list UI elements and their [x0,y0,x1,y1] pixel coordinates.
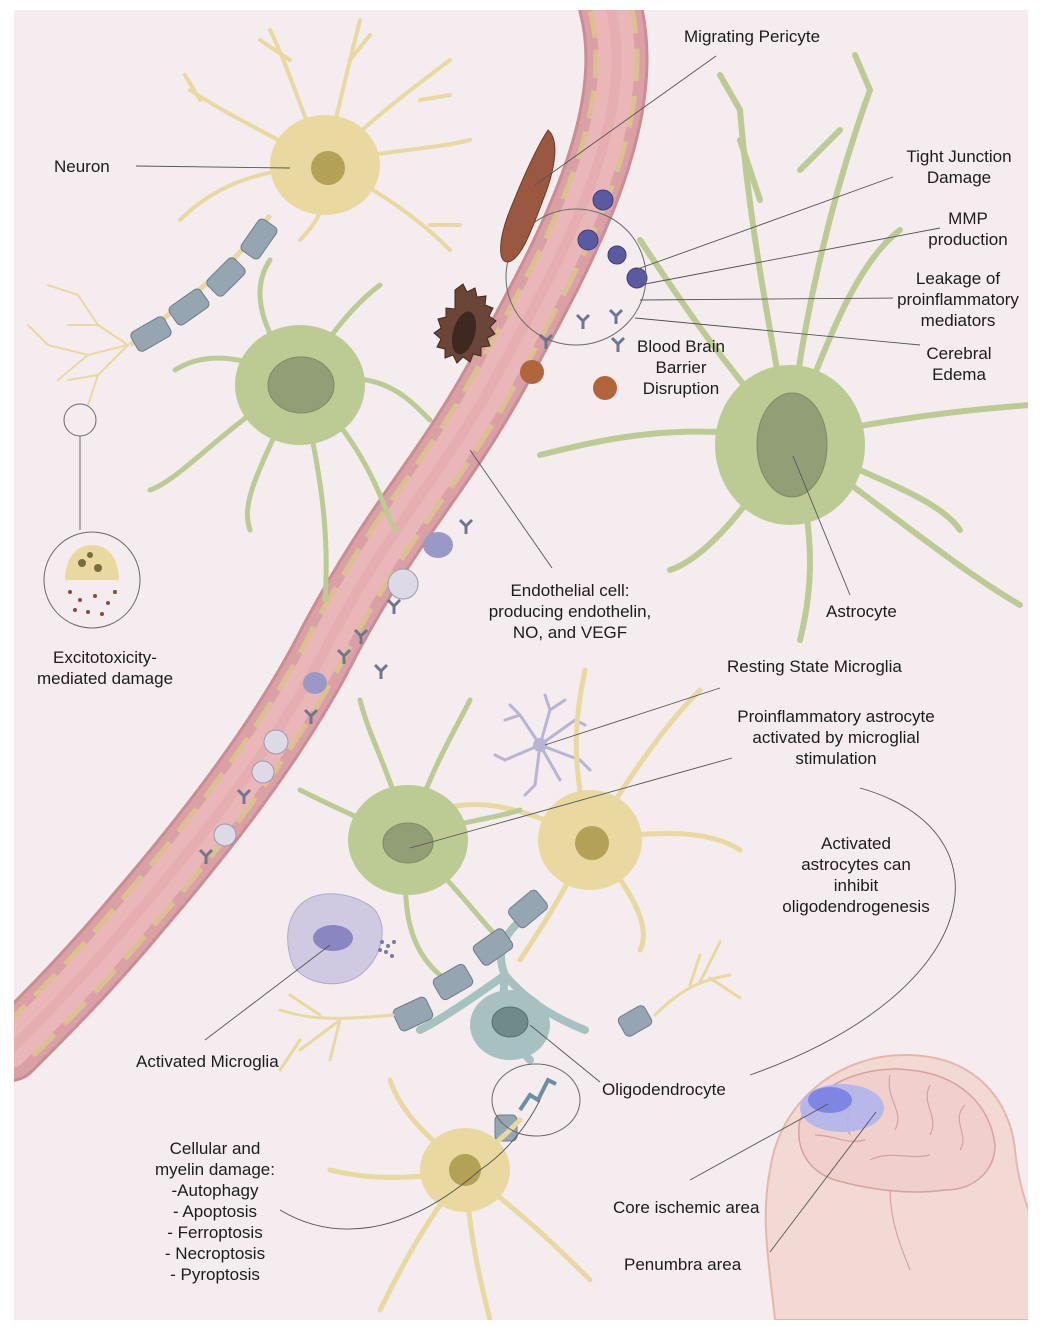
lymphocyte [303,672,327,694]
core-ischemic-area [808,1087,852,1113]
label-proinflammatory-astrocyte: Proinflammatory astrocyte activated by m… [725,706,947,769]
label-mmp: MMP production [918,208,1018,250]
label-cerebral-edema: Cerebral Edema [914,343,1004,385]
label-penumbra-area: Penumbra area [624,1254,741,1275]
label-resting-microglia: Resting State Microglia [727,656,902,677]
label-leakage: Leakage of proinflammatory mediators [888,268,1028,331]
synapse-zoom [44,532,140,628]
label-activated-astrocytes: Activated astrocytes can inhibit oligode… [770,833,942,917]
leukocyte [608,246,626,264]
neutrophil [388,569,418,599]
red-blood-cell [520,360,544,384]
label-tight-junction: Tight Junction Damage [893,146,1025,188]
neutrophil [264,730,288,754]
leukocyte [578,230,598,250]
label-oligodendrocyte: Oligodendrocyte [602,1079,726,1100]
label-bbb-disruption: Blood Brain Barrier Disruption [622,336,740,399]
astrocyte-left-nucleus [268,357,334,413]
astrocyte-right-nucleus [757,393,827,497]
leukocyte [627,268,647,288]
label-endothelial-cell: Endothelial cell: producing endothelin, … [470,580,670,643]
label-neuron: Neuron [54,156,110,177]
label-excitotoxicity: Excitotoxicity- mediated damage [30,647,180,689]
leukocyte [593,190,613,210]
neutrophil [252,761,274,783]
label-astrocyte: Astrocyte [826,601,897,622]
label-activated-microglia: Activated Microglia [136,1051,279,1072]
label-migrating-pericyte: Migrating Pericyte [684,26,820,47]
label-cellular-myelin-damage: Cellular and myelin damage: -Autophagy -… [140,1138,290,1285]
neutrophil [214,824,236,846]
neuron-top-nucleus [311,151,345,185]
extravasated-rbc [593,376,617,400]
lymphocyte [423,532,453,558]
label-core-ischemic-area: Core ischemic area [613,1197,759,1218]
